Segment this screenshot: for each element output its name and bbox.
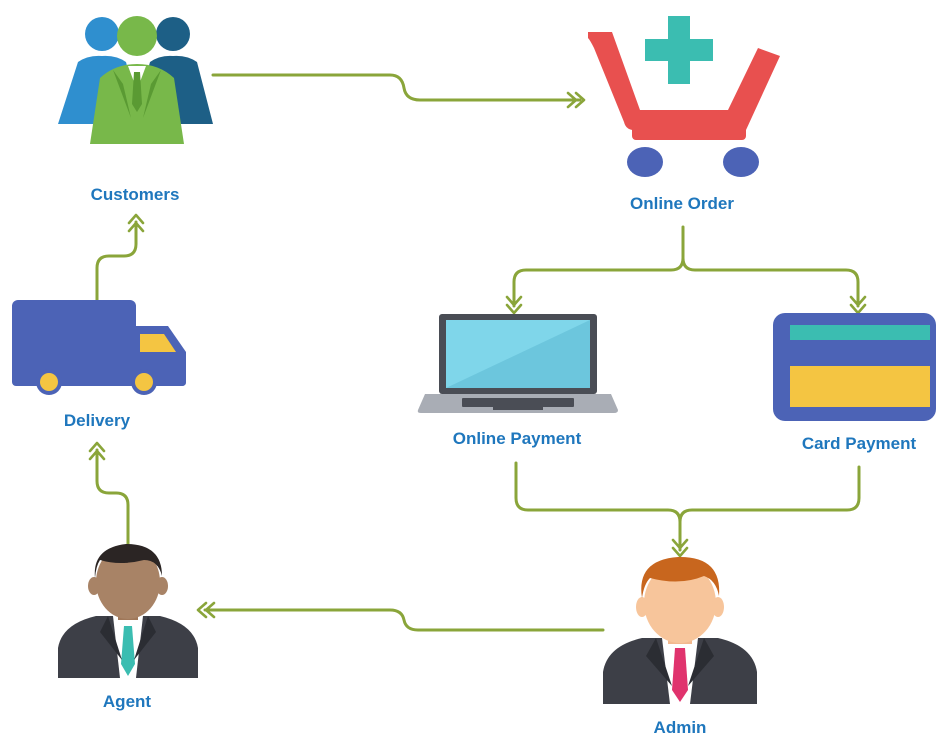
arrowhead-online-order — [566, 91, 586, 109]
connectors — [88, 73, 867, 632]
arrowhead-admin — [671, 538, 689, 558]
customers-group-icon — [58, 16, 213, 144]
edge-customers-to-online-order — [211, 73, 582, 102]
arrowhead-agent — [196, 601, 216, 619]
edge-delivery-to-customers — [95, 220, 138, 302]
admin-label: Admin — [654, 718, 707, 736]
customers-label: Customers — [91, 185, 180, 204]
edge-online-order-to-card-payment — [681, 256, 860, 308]
agent-label: Agent — [103, 692, 152, 711]
agent-person-icon — [58, 544, 198, 678]
edge-admin-to-agent — [203, 608, 605, 632]
online-payment-label: Online Payment — [453, 429, 582, 448]
edge-card-payment-to-admin — [678, 465, 861, 524]
card-payment-label: Card Payment — [802, 434, 917, 453]
admin-person-icon — [603, 556, 757, 704]
edge-online-payment-to-admin — [514, 461, 682, 552]
arrowhead-customers — [127, 213, 145, 233]
arrowhead-delivery — [88, 441, 106, 461]
laptop-icon — [417, 314, 618, 413]
shopping-cart-add-icon — [588, 16, 780, 177]
delivery-label: Delivery — [64, 411, 131, 430]
delivery-truck-icon — [12, 300, 186, 395]
edge-agent-to-delivery — [95, 448, 130, 547]
online-order-label: Online Order — [630, 194, 734, 213]
credit-card-icon — [773, 313, 936, 421]
arrowhead-online-payment — [505, 295, 523, 315]
edge-online-order-to-online-payment — [512, 225, 685, 308]
